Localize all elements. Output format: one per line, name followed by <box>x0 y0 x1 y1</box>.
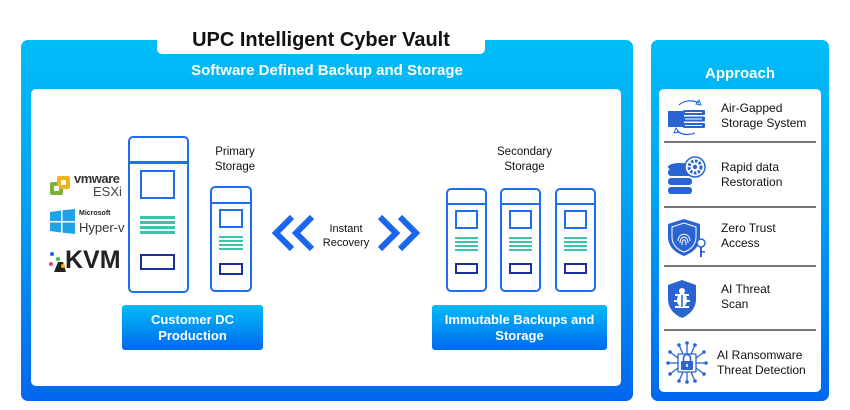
secondary-storage-label: Secondary Storage <box>497 146 552 173</box>
microsoft-text: Microsoft <box>79 210 111 217</box>
immutable-backups-button[interactable]: Immutable Backups and Storage <box>432 305 607 350</box>
approach-item-zero-trust: Zero Trust Access <box>659 209 821 269</box>
divider <box>664 329 816 331</box>
recovery-arrow-left-icon <box>271 214 315 252</box>
customer-dc-production-button[interactable]: Customer DC Production <box>122 305 263 350</box>
secondary-storage-server-icon <box>446 188 487 292</box>
approach-item-label: Restoration <box>721 175 783 189</box>
circuit-lock-icon <box>666 341 708 384</box>
esxi-text: ESXi <box>93 184 122 199</box>
vmware-icon <box>50 176 70 195</box>
kvm-logo: KVM <box>48 246 123 276</box>
approach-item-ransomware-detection: AI Ransomware Threat Detection <box>659 334 821 394</box>
kvm-penguin-icon <box>49 252 66 272</box>
instant-recovery-label: Instant Recovery <box>322 223 370 249</box>
approach-item-label: Storage System <box>721 116 807 130</box>
approach-list: Air-Gapped Storage System Rapid data Res… <box>659 89 821 392</box>
air-gapped-storage-icon <box>668 98 705 136</box>
microsoft-hyperv-logo: Microsoft Hyper-v <box>50 208 125 236</box>
approach-item-label: Zero Trust <box>721 221 776 235</box>
divider <box>664 265 816 267</box>
approach-item-rapid-restoration: Rapid data Restoration <box>659 147 821 207</box>
recovery-arrow-right-icon <box>377 214 421 252</box>
approach-item-label: Air-Gapped <box>721 101 783 115</box>
fingerprint-shield-key-icon <box>668 219 706 257</box>
immutable-backups-label: Immutable Backups and Storage <box>444 311 595 343</box>
primary-storage-server-icon <box>210 186 252 292</box>
approach-item-label: AI Ransomware <box>717 348 803 362</box>
approach-item-label: Access <box>721 236 760 250</box>
database-gear-icon <box>668 156 706 194</box>
secondary-storage-server-icon <box>500 188 541 292</box>
approach-title: Approach <box>704 65 775 82</box>
secondary-storage-server-icon <box>555 188 596 292</box>
hyperv-text: Hyper-v <box>79 220 125 235</box>
approach-item-label: Rapid data <box>721 160 780 174</box>
divider <box>664 206 816 208</box>
windows-icon <box>50 209 75 234</box>
primary-storage-label: Primary Storage <box>214 146 256 173</box>
divider <box>664 141 816 143</box>
approach-item-label: Scan <box>721 297 749 311</box>
approach-item-label: AI Threat <box>721 282 771 296</box>
approach-item-ai-threat-scan: AI Threat Scan <box>659 271 821 331</box>
approach-item-air-gapped: Air-Gapped Storage System <box>659 89 821 149</box>
main-subtitle: Software Defined Backup and Storage <box>191 62 463 79</box>
approach-item-label: Threat Detection <box>717 363 806 377</box>
vmware-text: vmware <box>74 171 120 186</box>
customer-dc-server-icon <box>128 136 189 293</box>
kvm-text: KVM <box>65 246 121 274</box>
vmware-esxi-logo: vmware ESXi <box>48 171 123 199</box>
bug-shield-icon <box>668 280 696 318</box>
customer-dc-production-label: Customer DC Production <box>150 311 235 343</box>
page-title: UPC Intelligent Cyber Vault <box>157 24 485 54</box>
